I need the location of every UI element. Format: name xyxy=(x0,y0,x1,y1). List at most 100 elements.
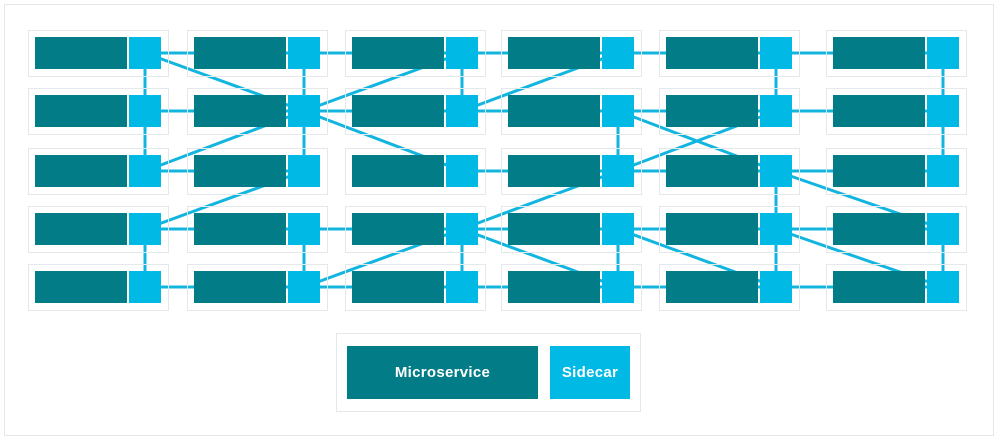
service-cell xyxy=(28,206,169,253)
cell-border xyxy=(187,88,328,135)
sidecar-box xyxy=(288,95,320,127)
sidecar-box xyxy=(129,213,161,245)
microservice-box xyxy=(508,271,600,303)
service-cell xyxy=(345,88,486,135)
cell-border xyxy=(659,206,800,253)
microservice-box xyxy=(194,271,286,303)
sidecar-box xyxy=(927,155,959,187)
sidecar-box xyxy=(760,37,792,69)
mesh-cells xyxy=(28,30,967,311)
sidecar-box xyxy=(129,95,161,127)
sidecar-box xyxy=(288,155,320,187)
cell-border xyxy=(501,30,642,77)
service-cell xyxy=(501,30,642,77)
microservice-box xyxy=(35,213,127,245)
service-cell xyxy=(187,206,328,253)
microservice-box xyxy=(352,271,444,303)
sidecar-box xyxy=(446,271,478,303)
service-cell xyxy=(659,206,800,253)
microservice-box xyxy=(35,271,127,303)
cell-border xyxy=(28,206,169,253)
microservice-box xyxy=(666,155,758,187)
sidecar-box xyxy=(446,155,478,187)
service-cell xyxy=(659,148,800,195)
service-cell xyxy=(826,264,967,311)
microservice-box xyxy=(833,213,925,245)
cell-border xyxy=(501,206,642,253)
sidecar-box xyxy=(602,37,634,69)
sidecar-box xyxy=(129,271,161,303)
microservice-box xyxy=(833,37,925,69)
cell-border xyxy=(345,206,486,253)
sidecar-box xyxy=(602,155,634,187)
cell-border xyxy=(501,264,642,311)
sidecar-box xyxy=(927,271,959,303)
cell-border xyxy=(345,148,486,195)
cell-border xyxy=(826,206,967,253)
microservice-box xyxy=(833,271,925,303)
cell-border xyxy=(187,264,328,311)
microservice-box xyxy=(352,213,444,245)
service-cell xyxy=(187,264,328,311)
service-cell xyxy=(187,148,328,195)
cell-border xyxy=(826,30,967,77)
service-cell xyxy=(659,88,800,135)
microservice-box xyxy=(194,155,286,187)
sidecar-box xyxy=(446,95,478,127)
cell-border xyxy=(28,30,169,77)
cell-border xyxy=(659,148,800,195)
cell-border xyxy=(28,88,169,135)
microservice-box xyxy=(508,155,600,187)
sidecar-box xyxy=(602,271,634,303)
microservice-box xyxy=(194,37,286,69)
cell-border xyxy=(501,148,642,195)
service-cell xyxy=(345,206,486,253)
microservice-box xyxy=(194,213,286,245)
microservice-box xyxy=(508,213,600,245)
service-cell xyxy=(187,30,328,77)
service-cell xyxy=(187,88,328,135)
microservice-box xyxy=(35,37,127,69)
sidecar-box xyxy=(129,155,161,187)
service-cell xyxy=(826,30,967,77)
service-cell xyxy=(28,264,169,311)
sidecar-box xyxy=(927,37,959,69)
microservice-box xyxy=(352,37,444,69)
sidecar-box xyxy=(602,213,634,245)
sidecar-box xyxy=(288,213,320,245)
microservice-box xyxy=(194,95,286,127)
cell-border xyxy=(659,88,800,135)
legend-sidecar: Sidecar xyxy=(550,346,630,399)
sidecar-box xyxy=(760,271,792,303)
sidecar-box xyxy=(288,271,320,303)
cell-border xyxy=(28,148,169,195)
microservice-box xyxy=(666,213,758,245)
cell-border xyxy=(187,148,328,195)
cell-border xyxy=(28,264,169,311)
service-cell xyxy=(826,148,967,195)
microservice-box xyxy=(833,155,925,187)
legend: Microservice Sidecar xyxy=(336,333,641,412)
service-cell xyxy=(659,264,800,311)
sidecar-box xyxy=(288,37,320,69)
service-cell xyxy=(345,30,486,77)
microservice-box xyxy=(352,95,444,127)
sidecar-box xyxy=(446,213,478,245)
service-cell xyxy=(28,30,169,77)
microservice-box xyxy=(833,95,925,127)
microservice-box xyxy=(666,271,758,303)
sidecar-box xyxy=(927,95,959,127)
sidecar-box xyxy=(760,155,792,187)
microservice-box xyxy=(352,155,444,187)
cell-border xyxy=(826,264,967,311)
cell-border xyxy=(345,264,486,311)
service-cell xyxy=(501,206,642,253)
microservice-box xyxy=(35,155,127,187)
microservice-box xyxy=(666,95,758,127)
service-cell xyxy=(501,88,642,135)
cell-border xyxy=(187,30,328,77)
microservice-box xyxy=(666,37,758,69)
sidecar-box xyxy=(129,37,161,69)
cell-border xyxy=(501,88,642,135)
